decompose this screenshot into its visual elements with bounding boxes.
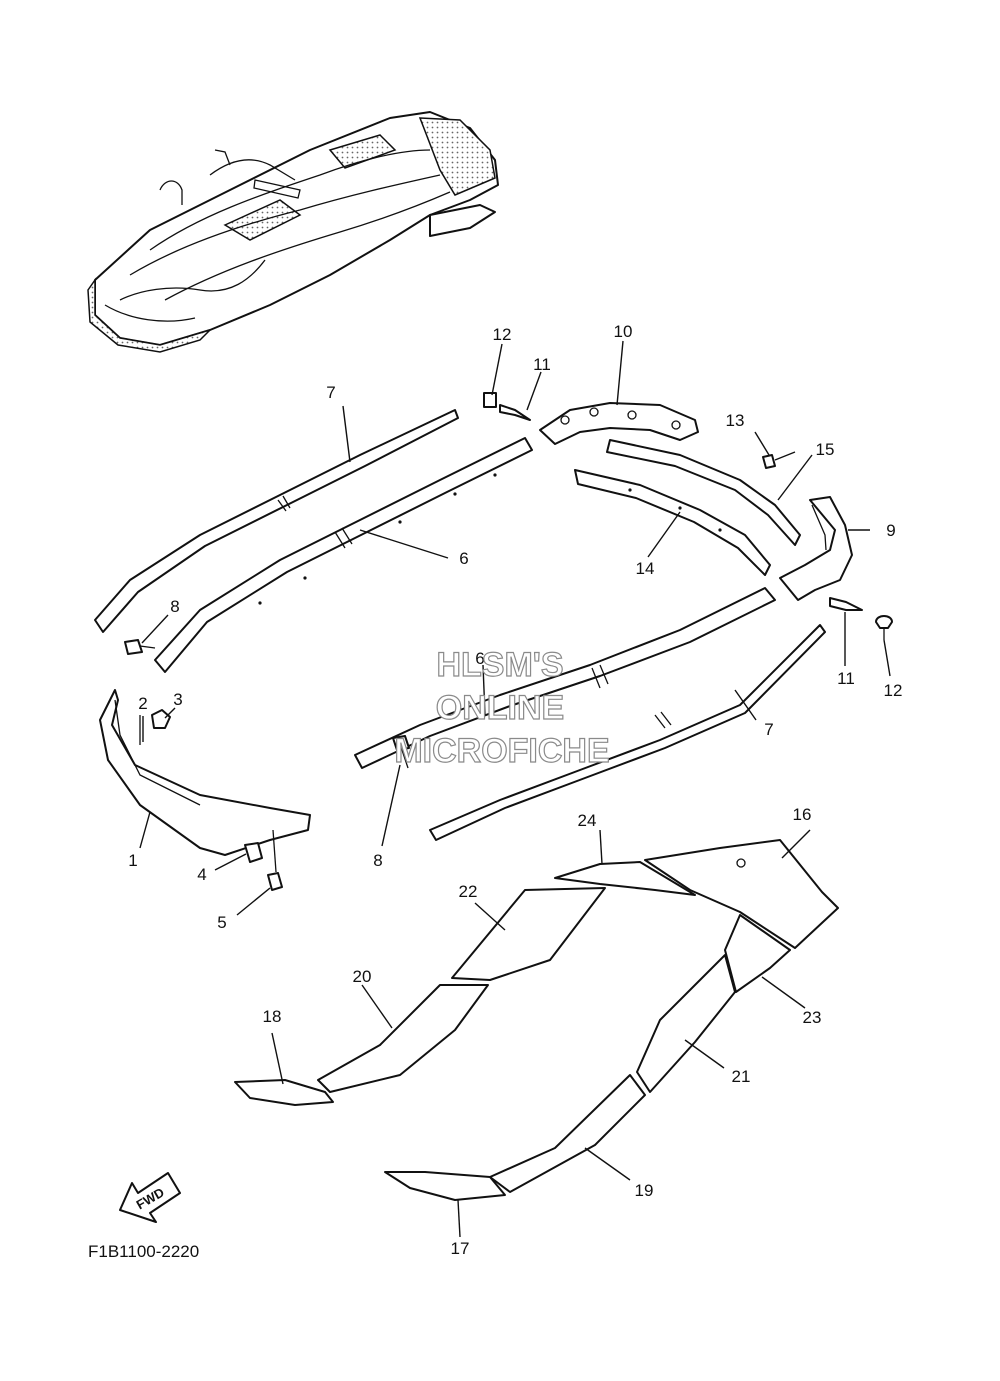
watermark: HLSM'S ONLINE MICROFICHE	[394, 645, 611, 770]
mat-22	[451, 887, 606, 981]
part-14-rail	[574, 469, 771, 576]
callout-7a: 7	[326, 383, 335, 402]
fwd-arrow: FWD	[119, 1172, 181, 1223]
part-6-lower-rail	[354, 587, 776, 769]
callout-6a: 6	[459, 549, 468, 568]
mat-17	[384, 1171, 506, 1201]
mat-20	[317, 984, 489, 1093]
part-7-upper-rail	[94, 409, 459, 633]
part-9-corner	[779, 496, 853, 601]
callout-16: 16	[793, 805, 812, 824]
callout-21: 21	[732, 1067, 751, 1086]
callout-1: 1	[128, 851, 137, 870]
watercraft-overview	[87, 111, 499, 353]
callout-3: 3	[173, 690, 182, 709]
watermark-line-1: HLSM'S	[436, 646, 563, 684]
mat-16	[644, 839, 839, 949]
hardware-2-3-4-5	[139, 709, 283, 891]
part-10-bracket	[539, 402, 699, 445]
part-1-front-bumper	[99, 689, 311, 856]
callout-20: 20	[353, 967, 372, 986]
part-8-screw-upper	[124, 639, 156, 655]
watermark-line-2: ONLINE	[436, 689, 564, 727]
callouts: 1 2 3 4 5 6 6 7 7 8 8 9 10 11 11 12 12 1…	[128, 322, 902, 1258]
callout-12a: 12	[493, 325, 512, 344]
callout-22: 22	[459, 882, 478, 901]
callout-4: 4	[197, 865, 206, 884]
callout-14: 14	[636, 559, 655, 578]
part-15-rail	[606, 439, 801, 546]
callout-9: 9	[886, 521, 895, 540]
leader-lines	[139, 340, 891, 1238]
diagram-code: F1B1100-2220	[88, 1242, 199, 1261]
mat-24	[554, 861, 696, 896]
mat-18	[234, 1079, 334, 1106]
callout-11b: 11	[837, 669, 855, 688]
callout-12b: 12	[884, 681, 903, 700]
mat-19	[489, 1074, 646, 1193]
fasteners-lower	[829, 597, 893, 640]
mats	[234, 839, 839, 1201]
callout-8b: 8	[373, 851, 382, 870]
watermark-line-3: MICROFICHE	[394, 732, 609, 770]
mat-21	[636, 954, 736, 1093]
callout-19: 19	[635, 1181, 654, 1200]
callout-8a: 8	[170, 597, 179, 616]
callout-23: 23	[803, 1008, 822, 1027]
fwd-arrow-icon	[119, 1172, 181, 1223]
mat-23	[724, 914, 791, 993]
callout-10: 10	[614, 322, 633, 341]
callout-11a: 11	[533, 355, 551, 374]
callout-7b: 7	[764, 720, 773, 739]
callout-18: 18	[263, 1007, 282, 1026]
callout-24: 24	[578, 811, 597, 830]
callout-5: 5	[217, 913, 226, 932]
callout-13: 13	[726, 411, 745, 430]
part-6-upper-rail	[154, 437, 533, 673]
callout-15: 15	[816, 440, 835, 459]
callout-2: 2	[138, 694, 147, 713]
part-7-lower-rail	[429, 624, 826, 841]
fasteners-upper	[483, 392, 796, 469]
callout-6b: 6	[475, 649, 484, 668]
part-8-screw-lower	[392, 735, 410, 769]
callout-17: 17	[451, 1239, 470, 1258]
